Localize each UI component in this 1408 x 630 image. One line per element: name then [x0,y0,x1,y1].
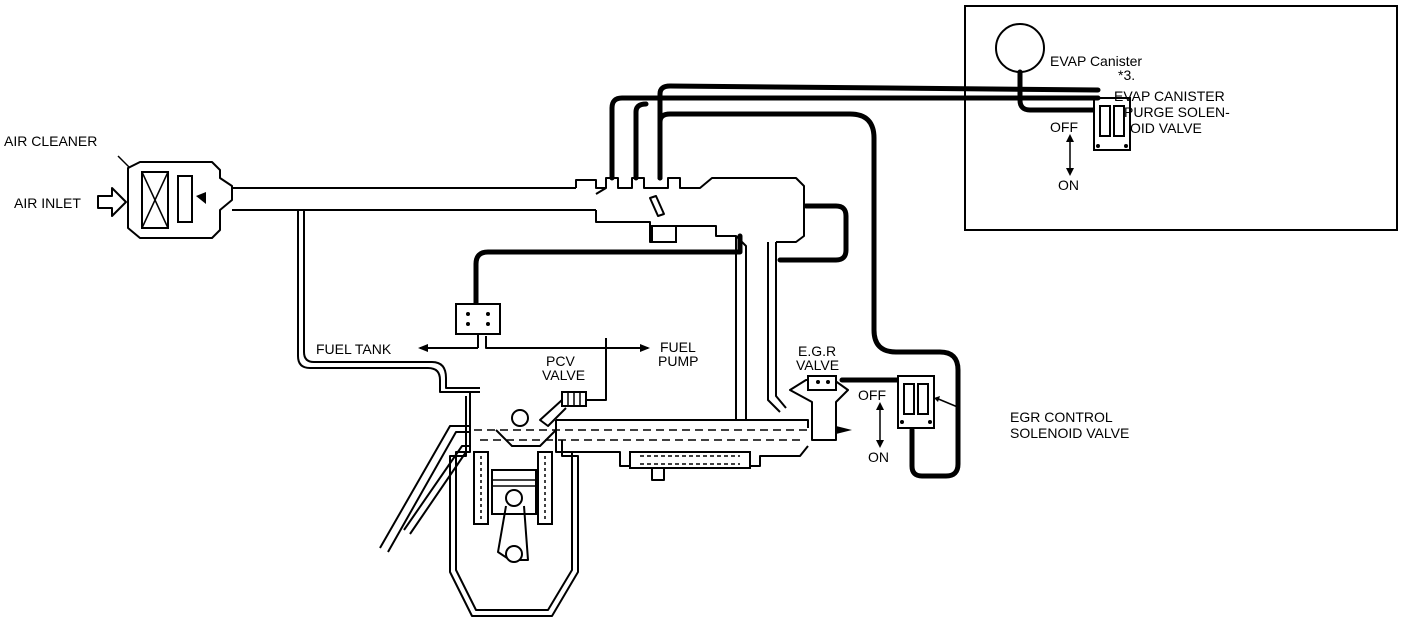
egr-off-on-arrow [876,402,884,448]
intake-manifold [556,419,809,481]
fuel-tank-arrowhead [418,344,428,352]
purge-valve-label-1: EVAP CANISTER [1114,88,1225,104]
throttle-body [595,177,805,420]
air-cleaner-leader [117,155,131,169]
egr-solenoid-label-2: SOLENOID VALVE [1010,425,1129,441]
vacuum-hoses [473,83,1101,479]
purge-solenoid-valve [1093,97,1131,151]
egr-valve [789,375,852,441]
air-cleaner [127,161,233,239]
pcv-label-2: VALVE [542,367,585,383]
fuel-tank-label: FUEL TANK [316,341,392,357]
egr-valve-label-2: VALVE [796,357,839,373]
exhaust-manifold [379,425,470,553]
purge-on-label: ON [1058,177,1079,193]
note-reference: *3. [1118,67,1135,83]
fuel-pump-label-2: PUMP [658,353,698,369]
evap-inset-panel: EVAP Canister *3. EVAP CANISTER PURGE SO… [964,5,1398,231]
egr-solenoid-label-1: EGR CONTROL [1010,409,1113,425]
intake-duct [232,179,606,211]
egr-control-solenoid-valve [897,375,935,429]
egr-solenoid-leader [935,397,961,409]
air-cleaner-label: AIR CLEANER [4,133,97,149]
pcv-valve [539,391,587,427]
fuel-pump-label-1: FUEL [660,339,696,355]
fuel-pressure-regulator [455,303,501,348]
purge-off-label: OFF [1050,119,1078,135]
evap-canister [995,23,1045,73]
thin-lines [297,210,787,421]
engine-block [449,392,579,617]
egr-off-label: OFF [858,387,886,403]
egr-on-label: ON [868,449,889,465]
fuel-pump-arrowhead [640,344,650,352]
pcv-label-1: PCV [546,353,575,369]
purge-valve-label-3: OID VALVE [1130,120,1202,136]
air-inlet-label: AIR INLET [14,195,81,211]
fuel-pump-line [485,336,648,349]
air-inlet-arrow [97,187,127,217]
egr-valve-label-1: E.G.R [798,343,836,359]
purge-off-on-arrow [1066,134,1074,176]
evap-canister-label: EVAP Canister [1050,53,1142,69]
purge-valve-label-2: PURGE SOLEN- [1124,104,1230,120]
